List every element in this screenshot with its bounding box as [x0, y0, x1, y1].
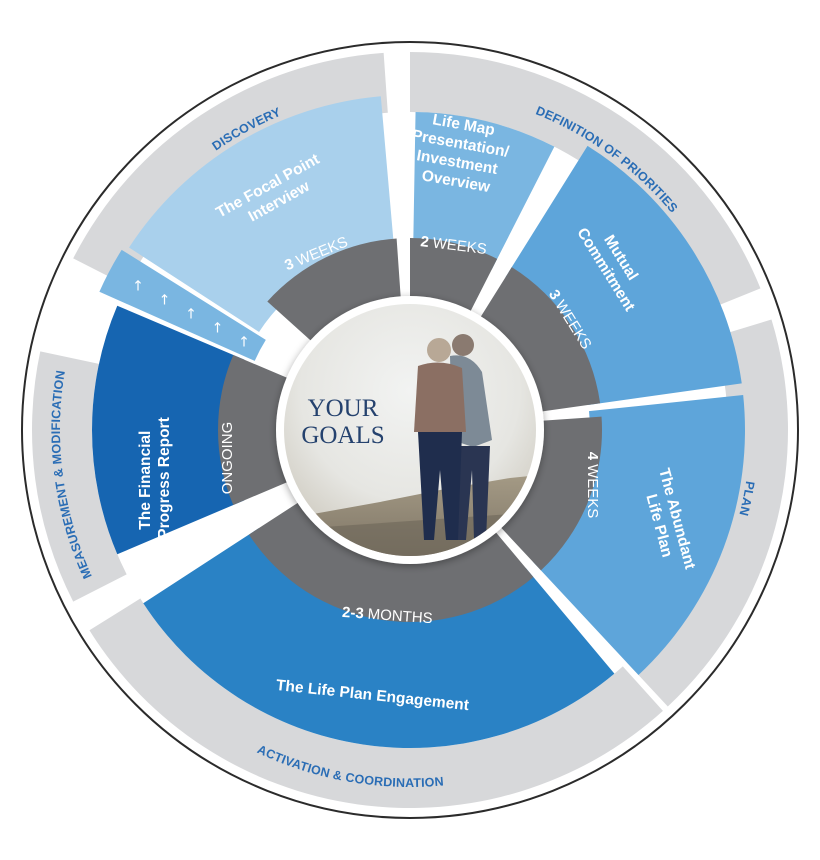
arrow-up-icon: ↑	[238, 335, 250, 351]
center-title-line1: YOUR	[308, 395, 379, 422]
center-title-line2: GOALS	[301, 422, 384, 449]
arrow-up-icon: ↑	[159, 292, 171, 308]
arrow-up-icon: ↑	[132, 278, 144, 294]
arrow-up-icon: ↑	[185, 307, 197, 323]
duration-financial: ONGOING	[219, 422, 236, 495]
arrow-up-icon: ↑	[212, 321, 224, 337]
